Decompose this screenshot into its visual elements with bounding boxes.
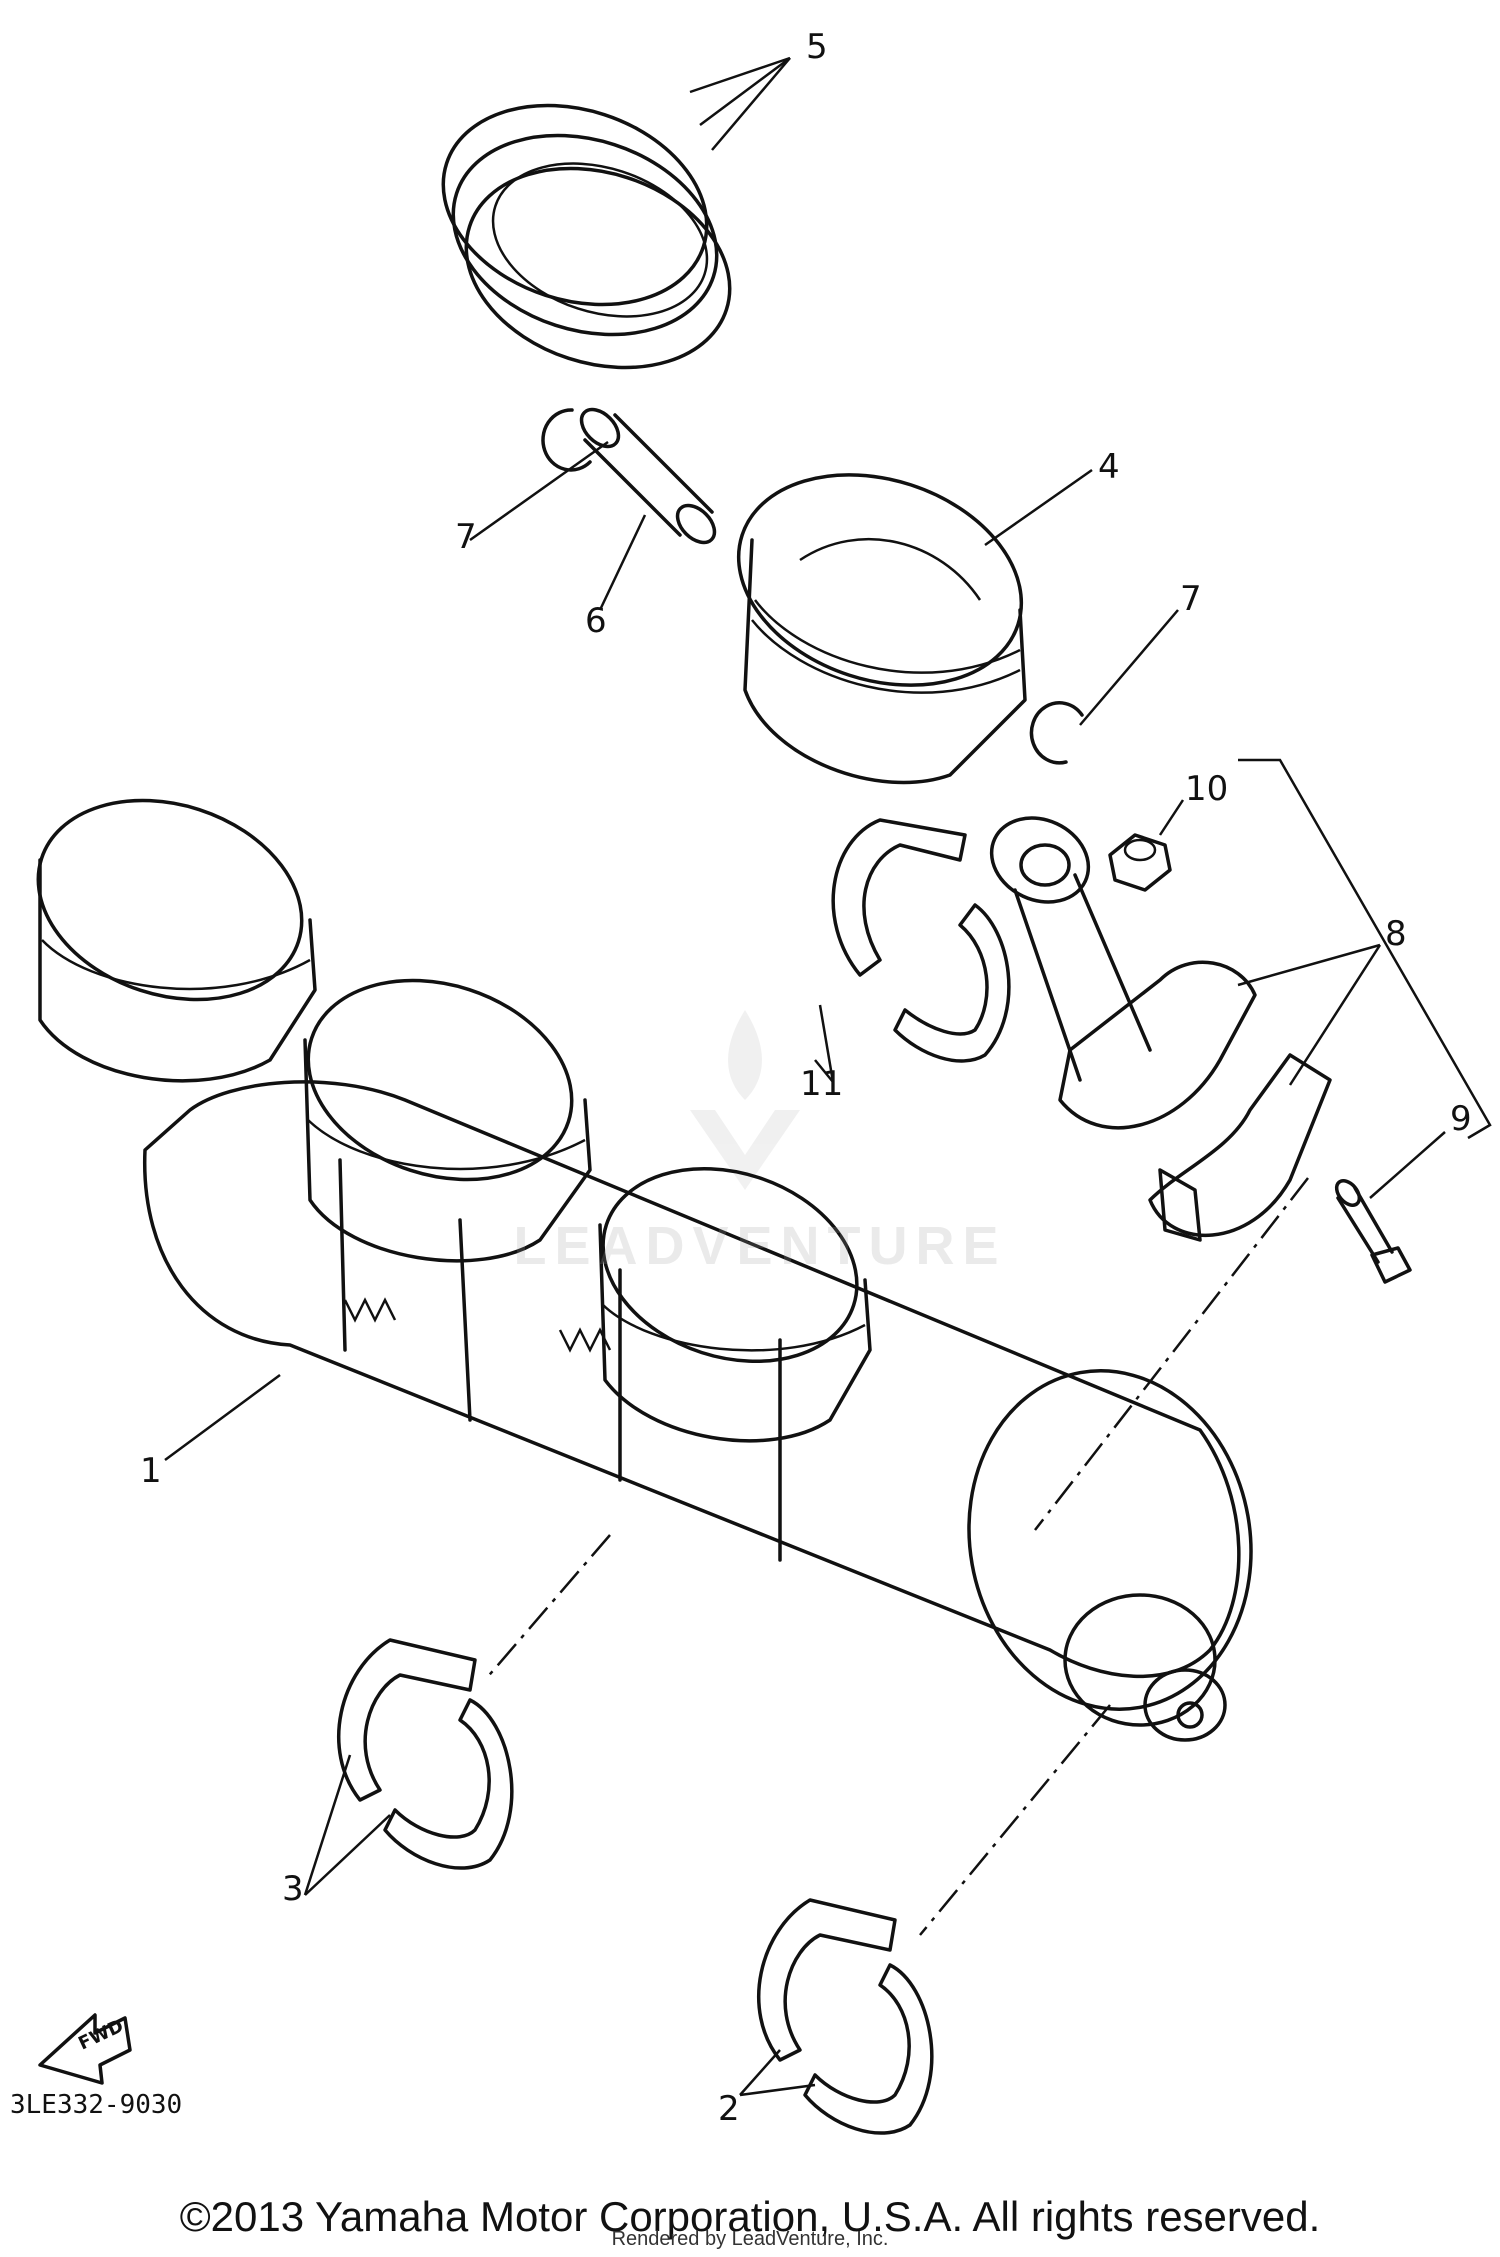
main-bearings-right — [757, 1898, 934, 2135]
callout-7-left: 7 — [455, 517, 477, 557]
connecting-rod — [989, 816, 1257, 1130]
circlip-left — [541, 408, 592, 472]
callout-4: 4 — [1098, 447, 1120, 487]
piston-cyl3 — [598, 1166, 872, 1443]
callout-8: 8 — [1385, 914, 1407, 954]
big-end-bearings — [831, 818, 1011, 1063]
callout-1: 1 — [140, 1451, 162, 1491]
main-bearings-left — [337, 1638, 514, 1870]
crankshaft — [143, 1080, 1253, 1742]
piston-rings — [441, 103, 732, 370]
diagram-code: 3LE332-9030 — [10, 2090, 183, 2120]
rod-nut — [1108, 833, 1172, 892]
fwd-arrow-icon: FWD — [38, 2013, 132, 2085]
piston-cyl1 — [36, 798, 317, 1083]
callout-2: 2 — [718, 2089, 740, 2129]
callout-11: 11 — [800, 1064, 843, 1104]
piston-pin — [579, 407, 717, 545]
circlip-right — [1029, 701, 1084, 765]
piston-cyl2 — [303, 978, 592, 1263]
rod-cap — [1148, 1053, 1332, 1242]
rod-bolt — [1334, 1179, 1412, 1284]
callout-6: 6 — [585, 601, 607, 641]
rendered-by-notice: Rendered by LeadVenture, Inc. — [611, 2228, 889, 2250]
fwd-label: FWD — [75, 2016, 127, 2055]
copyright-notice: ©2013 Yamaha Motor Corporation, U.S.A. A… — [179, 2193, 1321, 2240]
callout-3: 3 — [282, 1869, 304, 1909]
callout-7-right: 7 — [1180, 579, 1202, 619]
callout-5: 5 — [806, 27, 828, 67]
watermark-text: LEADVENTURE — [513, 1216, 1007, 1276]
leader-lines — [164, 56, 1446, 2097]
watermark-logo — [690, 1010, 800, 1190]
callout-10: 10 — [1185, 769, 1228, 809]
piston-upper — [736, 473, 1027, 785]
callout-9: 9 — [1450, 1099, 1472, 1139]
